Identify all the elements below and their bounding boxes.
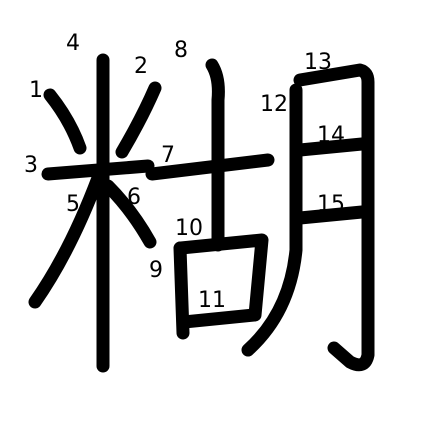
stroke-5 <box>28 171 105 309</box>
character-strokes <box>28 53 375 373</box>
stroke-number-8: 8 <box>174 38 188 63</box>
stroke-number-10: 10 <box>175 216 203 241</box>
stroke-12 <box>241 83 303 357</box>
stroke-number-2: 2 <box>134 54 148 79</box>
stroke-number-11: 11 <box>198 288 226 313</box>
stroke-number-1: 1 <box>29 78 43 103</box>
stroke-number-6: 6 <box>127 185 141 210</box>
stroke-number-9: 9 <box>149 258 163 283</box>
stroke-2 <box>115 81 162 159</box>
stroke-6 <box>101 179 157 249</box>
stroke-numbers: 1 2 3 4 5 6 7 8 9 10 11 12 13 14 15 <box>24 31 345 313</box>
stroke-10 <box>174 233 269 322</box>
stroke-14 <box>293 137 369 157</box>
stroke-number-13: 13 <box>304 50 332 75</box>
stroke-number-14: 14 <box>317 123 345 148</box>
stroke-number-5: 5 <box>66 192 80 217</box>
stroke-number-3: 3 <box>24 153 38 178</box>
stroke-number-7: 7 <box>161 143 175 168</box>
stroke-13 <box>293 63 375 372</box>
stroke-7 <box>145 153 275 181</box>
stroke-number-12: 12 <box>260 92 288 117</box>
stroke-number-15: 15 <box>317 192 345 217</box>
stroke-11 <box>177 308 261 329</box>
stroke-number-4: 4 <box>66 31 80 56</box>
stroke-15 <box>293 205 369 225</box>
stroke-1 <box>43 88 87 155</box>
stroke-8 <box>205 58 225 252</box>
